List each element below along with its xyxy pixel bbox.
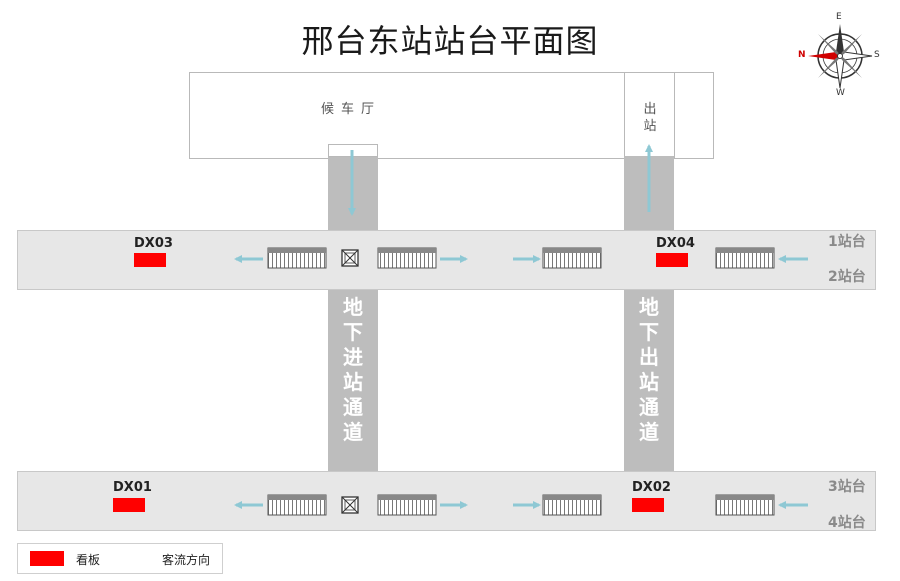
platform-label-1: 1站台	[828, 234, 866, 250]
stair-upper-4	[715, 247, 775, 269]
legend-board-label: 看板	[76, 553, 101, 567]
waiting-hall	[189, 72, 714, 159]
page-title: 邢台东站站台平面图	[301, 22, 599, 60]
billboard-dx04	[656, 253, 688, 267]
platform-label-4: 4站台	[828, 515, 866, 531]
waiting-hall-label: 候车厅	[321, 102, 382, 117]
elevator-lower-icon	[341, 496, 359, 514]
stair-upper-2	[377, 247, 437, 269]
board-code-dx04: DX04	[656, 236, 695, 251]
compass-rose-icon	[808, 24, 873, 89]
billboard-dx02	[632, 498, 664, 512]
stair-lower-3	[542, 494, 602, 516]
entry-corridor	[328, 289, 378, 472]
exit-corridor	[624, 289, 674, 472]
billboard-dx03	[134, 253, 166, 267]
stair-lower-2	[377, 494, 437, 516]
platform-label-3: 3站台	[828, 479, 866, 495]
stair-upper-1	[267, 247, 327, 269]
stair-upper-3	[542, 247, 602, 269]
billboard-dx01	[113, 498, 145, 512]
compass-label-south: S	[874, 50, 880, 60]
stair-lower-4	[715, 494, 775, 516]
compass: E W N S	[798, 12, 882, 98]
legend-board-swatch	[30, 551, 64, 566]
compass-label-west: W	[836, 88, 845, 98]
elevator-upper-icon	[341, 249, 359, 267]
stair-lower-1	[267, 494, 327, 516]
legend-flow-label: 客流方向	[162, 553, 211, 567]
board-code-dx01: DX01	[113, 480, 152, 495]
exit-label: 出站	[643, 102, 657, 134]
entry-corridor-label: 地下进站通道	[343, 295, 363, 444]
exit-room-divider-right	[674, 72, 675, 159]
board-code-dx02: DX02	[632, 480, 671, 495]
board-code-dx03: DX03	[134, 236, 173, 251]
platform-label-2: 2站台	[828, 269, 866, 285]
compass-label-north: N	[798, 50, 806, 60]
compass-label-east: E	[836, 12, 842, 22]
exit-corridor-label: 地下出站通道	[639, 295, 659, 444]
exit-room-divider-left	[624, 72, 625, 159]
